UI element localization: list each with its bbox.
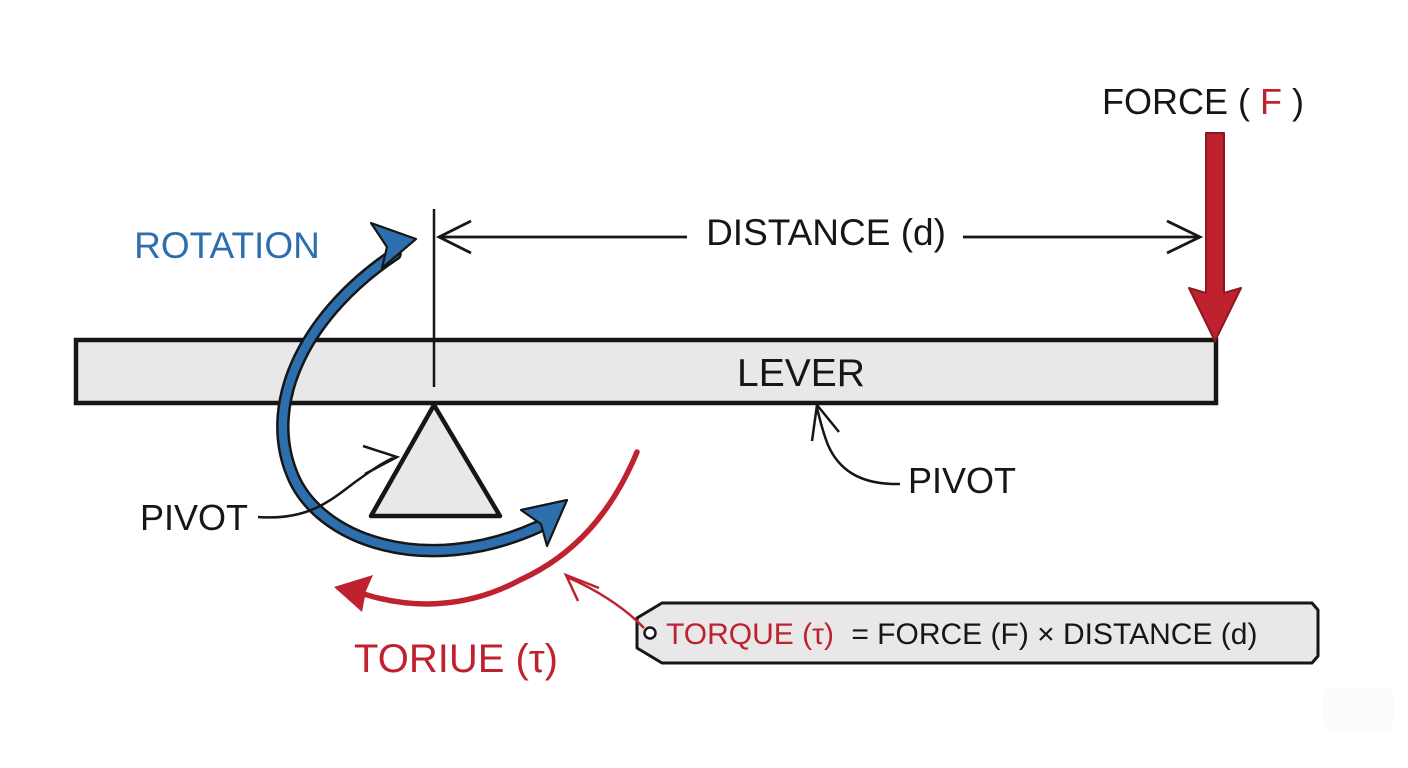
rotation-arrowhead-top-icon — [369, 221, 418, 270]
tag-hole-icon — [643, 626, 657, 640]
tag-leader-arrowhead-icon — [563, 572, 600, 602]
pivot-left-arrowhead-icon — [362, 444, 401, 476]
watermark-blob — [1322, 687, 1394, 731]
pivot-label-left: PIVOT — [140, 497, 248, 538]
pivot-label-right: PIVOT — [908, 460, 1016, 501]
pivot-right-arrowhead-icon — [810, 401, 840, 442]
rotation-arc — [278, 249, 543, 555]
pivot-triangle — [368, 402, 503, 519]
distance-label: DISTANCE (d) — [706, 212, 946, 253]
rotation-arrowhead-bottom-icon — [519, 498, 569, 548]
torque-arc — [347, 449, 640, 607]
formula-tag — [635, 601, 1320, 665]
force-arrow-icon — [1188, 132, 1242, 342]
formula-torque-part: TORQUE (τ) — [666, 618, 834, 651]
lever-bar — [73, 337, 1219, 406]
force-label-prefix: FORCE ( — [1102, 81, 1250, 122]
distance-arrowhead-left-icon — [435, 219, 472, 255]
torque-arrowhead-icon — [334, 575, 373, 612]
tag-leader — [566, 575, 645, 629]
force-label-suffix: ) — [1292, 81, 1304, 122]
pivot-right-leader — [815, 407, 901, 486]
formula-text: TORQUE (τ) = FORCE (F) × DISTANCE (d) — [666, 618, 1257, 651]
torque-label: TORIUE (τ) — [354, 637, 558, 681]
distance-arrowhead-right-icon — [1166, 219, 1204, 255]
rotation-label: ROTATION — [134, 225, 320, 266]
formula-rest-part: = FORCE (F) × DISTANCE (d) — [851, 618, 1257, 651]
force-label-symbol: F — [1260, 81, 1282, 122]
force-label: FORCE ( F ) — [1102, 81, 1304, 122]
lever-label: LEVER — [737, 352, 865, 395]
